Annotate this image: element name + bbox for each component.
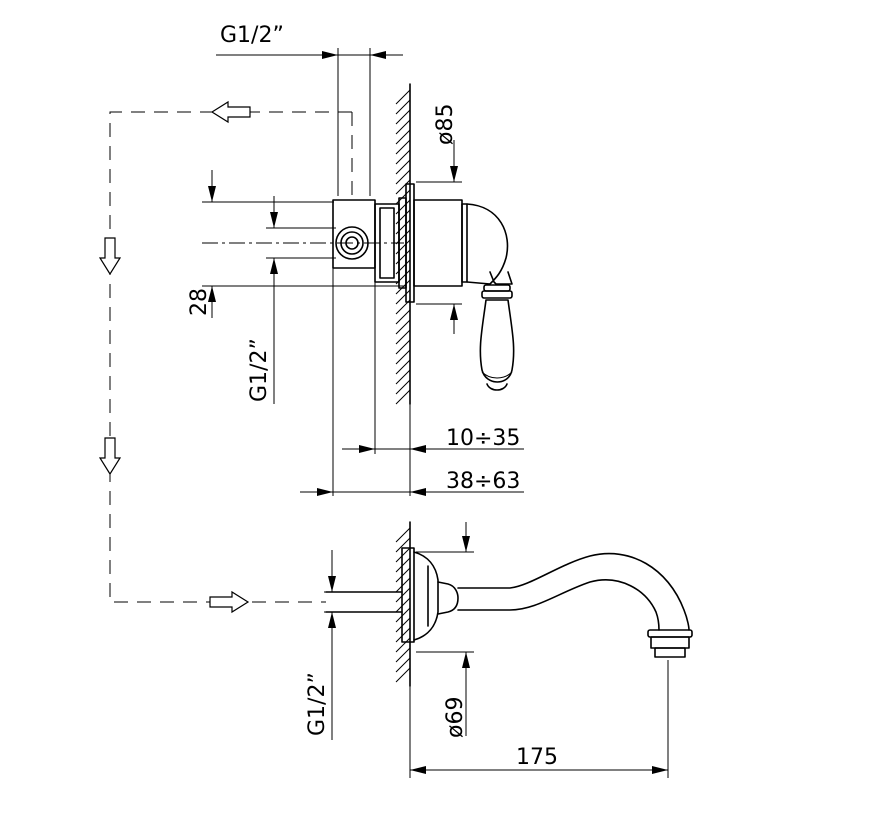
wall-hatch-line [395, 567, 411, 583]
wall-hatch-line [395, 89, 411, 105]
wall-upper [395, 83, 411, 405]
wall-hatch-line [395, 159, 411, 175]
wall-hatch-line [395, 109, 411, 125]
wall-hatch-line [395, 389, 411, 405]
wall-hatch-line [395, 647, 411, 663]
dim-spout-diameter-label: ø69 [443, 697, 468, 738]
wall-hatch-line [395, 179, 411, 195]
wall-hatch-line [395, 119, 411, 135]
wall-hatch-line [395, 597, 411, 613]
wall-hatch-line [395, 657, 411, 673]
wall-hatch-line [395, 537, 411, 553]
wall-lower [395, 521, 411, 687]
flow-arrow-right [209, 590, 250, 614]
wall-hatch-line [395, 617, 411, 633]
wall-hatch-line [395, 667, 411, 683]
wall-hatch-line [395, 169, 411, 185]
wall-hatch-line [395, 577, 411, 593]
wall-hatch-line [395, 289, 411, 305]
dim-side-thread-label: G1/2” [247, 338, 272, 402]
wall-hatch-line [395, 547, 411, 563]
dim-top-diameter-label: ø85 [433, 104, 458, 145]
dim-depth-short-label: 10÷35 [446, 426, 520, 451]
wall-hatch-line [395, 139, 411, 155]
flow-arrow-left [210, 100, 251, 124]
wall-hatch-line [395, 309, 411, 325]
wall-hatch-line [395, 349, 411, 365]
wall-hatch-line [395, 607, 411, 623]
dim-side-height-label: 28 [187, 288, 212, 316]
spout [325, 547, 693, 658]
dim-top-thread-label: G1/2” [220, 23, 284, 48]
wall-hatch-line [395, 279, 411, 295]
wall-hatch-line [395, 99, 411, 115]
flow-arrow-down-2 [98, 437, 122, 476]
wall-hatch-line [395, 129, 411, 145]
wall-hatch-line [395, 587, 411, 603]
wall-hatch-line [395, 379, 411, 395]
wall-hatch-line [395, 637, 411, 653]
wall-hatch-line [395, 319, 411, 335]
dim-spout-thread-label: G1/2” [305, 672, 330, 736]
wall-hatch-line [395, 339, 411, 355]
wall-hatch-line [395, 627, 411, 643]
wall-hatch-line [395, 149, 411, 165]
mixer-valve [332, 183, 515, 391]
wall-hatch-line [395, 557, 411, 573]
wall-hatch-line [395, 359, 411, 375]
wall-hatch-line [395, 329, 411, 345]
flow-arrow-down-1 [98, 237, 122, 276]
dim-spout-length-label: 175 [516, 745, 558, 770]
dim-depth-long-label: 38÷63 [446, 469, 520, 494]
wall-hatch-line [395, 369, 411, 385]
dimension-lines [202, 48, 669, 778]
flow-path [98, 100, 353, 614]
wall-hatch-line [395, 527, 411, 543]
